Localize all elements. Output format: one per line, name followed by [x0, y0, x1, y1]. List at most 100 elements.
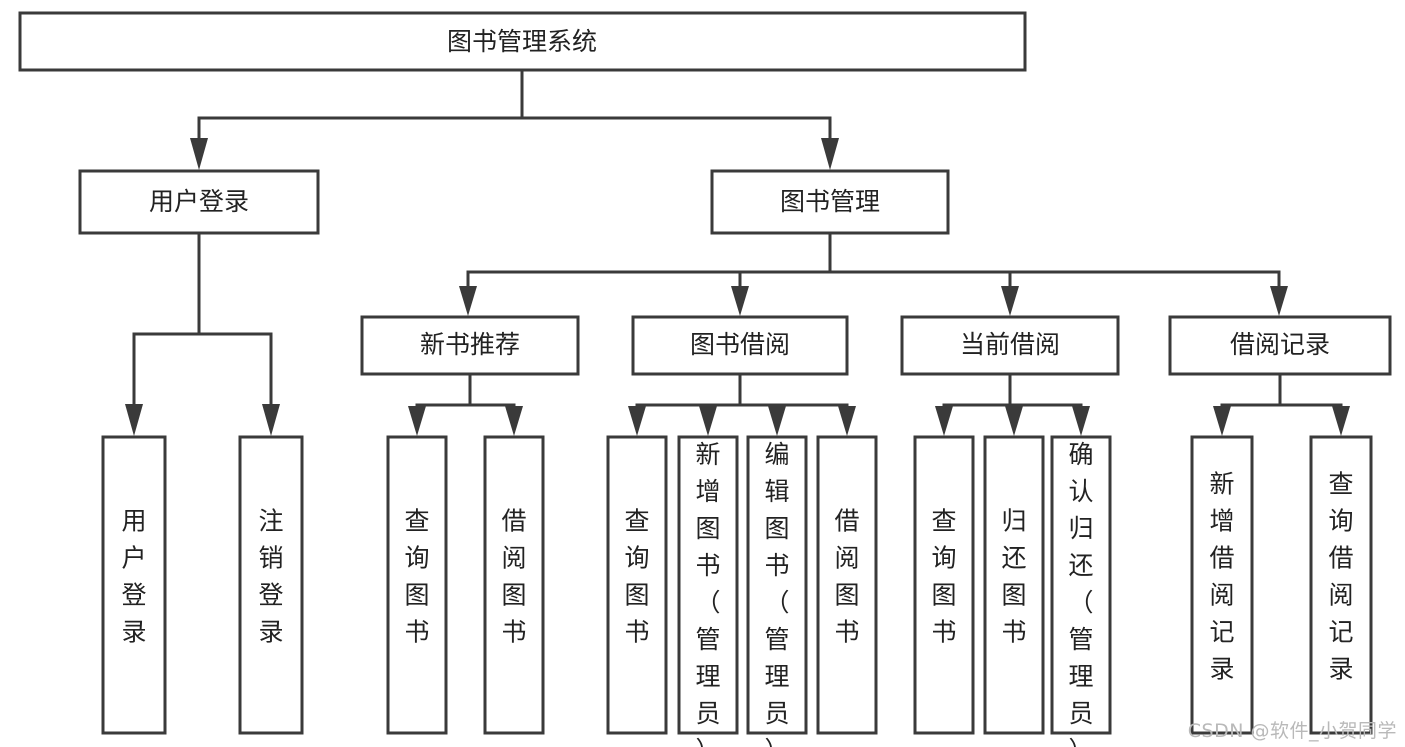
leaf-nodes: 用户登录注销登录查询图书借阅图书查询图书新增图书（管理员）编辑图书（管理员）借阅… [101, 435, 1373, 747]
leaf-glyph: 户 [121, 544, 146, 573]
leaf-glyph: 图 [1001, 581, 1026, 610]
node-leaf-return-book[interactable]: 归还图书 [983, 435, 1045, 735]
node-leaf-query-book-1[interactable]: 查询图书 [386, 435, 448, 735]
leaf-glyph: 管 [764, 625, 789, 654]
node-user-login[interactable]: 用户登录 [78, 169, 320, 235]
node-box-leaf-add-record[interactable] [1190, 435, 1254, 735]
leaf-glyph: 阅 [1209, 581, 1234, 610]
node-box-leaf-query-book-3[interactable] [913, 435, 975, 735]
leaf-glyph: 阅 [501, 544, 526, 573]
node-box-leaf-confirm-return[interactable] [1050, 435, 1112, 735]
node-label-book-borrow: 图书借阅 [690, 330, 790, 359]
node-root-system[interactable]: 图书管理系统 [18, 11, 1027, 72]
arrow-head-leaf-add-book [699, 406, 717, 436]
node-box-leaf-add-book[interactable] [677, 435, 739, 735]
leaf-glyph: ） [1068, 736, 1093, 747]
arrow-head-leaf-user-login [125, 404, 143, 436]
leaf-glyph: 新 [1209, 470, 1234, 499]
node-label-leaf-borrow-book-2: 借阅图书 [834, 507, 859, 647]
node-label-leaf-add-book: 新增图书（管理员） [695, 440, 720, 747]
arrow-head-leaf-logout [262, 404, 280, 436]
node-label-leaf-query-book-1: 查询图书 [404, 507, 429, 647]
node-label-leaf-confirm-return: 确认归还（管理员） [1068, 440, 1093, 747]
node-box-leaf-edit-book[interactable] [746, 435, 808, 735]
edge-book-management-to-level3 [459, 231, 1288, 316]
node-leaf-logout[interactable]: 注销登录 [238, 435, 304, 735]
leaf-glyph: 录 [121, 618, 146, 647]
leaf-glyph: 新 [695, 440, 720, 469]
arrow-head-leaf-confirm-return [1072, 406, 1090, 436]
leaf-glyph: 借 [501, 507, 526, 536]
node-box-root[interactable] [18, 11, 1027, 72]
node-leaf-borrow-book-2[interactable]: 借阅图书 [816, 435, 878, 735]
node-box-leaf-borrow-book-2[interactable] [816, 435, 878, 735]
arrow-head-leaf-borrow-book-1 [505, 406, 523, 436]
leaf-glyph: 查 [624, 507, 649, 536]
node-box-leaf-query-book-2[interactable] [606, 435, 668, 735]
leaf-glyph: 录 [1328, 655, 1353, 684]
node-box-borrow-record[interactable] [1168, 315, 1392, 376]
leaf-glyph: 归 [1068, 514, 1093, 543]
arrow-head-book-borrow [731, 286, 749, 316]
leaf-glyph: 图 [624, 581, 649, 610]
node-leaf-add-book[interactable]: 新增图书（管理员） [677, 435, 739, 747]
node-label-leaf-add-record: 新增借阅记录 [1209, 470, 1234, 684]
node-box-leaf-return-book[interactable] [983, 435, 1045, 735]
node-box-leaf-user-login[interactable] [101, 435, 167, 735]
arrow-head-leaf-query-book-2 [628, 406, 646, 436]
node-leaf-add-record[interactable]: 新增借阅记录 [1190, 435, 1254, 735]
node-leaf-user-login[interactable]: 用户登录 [101, 435, 167, 735]
node-leaf-query-book-2[interactable]: 查询图书 [606, 435, 668, 735]
leaf-glyph: 理 [764, 662, 789, 691]
node-leaf-confirm-return[interactable]: 确认归还（管理员） [1050, 435, 1112, 747]
leaf-glyph: 阅 [834, 544, 859, 573]
node-book-borrow[interactable]: 图书借阅 [631, 315, 849, 376]
arrow-head-leaf-return-book [1005, 406, 1023, 436]
node-box-leaf-query-record[interactable] [1309, 435, 1373, 735]
leaf-glyph: 询 [931, 544, 956, 573]
arrow-head-book-management [821, 138, 839, 170]
leaf-glyph: 书 [501, 618, 526, 647]
node-current-borrow[interactable]: 当前借阅 [900, 315, 1120, 376]
leaf-glyph: 借 [1209, 544, 1234, 573]
node-leaf-query-book-3[interactable]: 查询图书 [913, 435, 975, 735]
node-box-leaf-logout[interactable] [238, 435, 304, 735]
leaf-glyph: 记 [1328, 618, 1353, 647]
node-book-management[interactable]: 图书管理 [710, 169, 950, 235]
node-new-book-recommend[interactable]: 新书推荐 [360, 315, 580, 376]
node-box-current-borrow[interactable] [900, 315, 1120, 376]
edge-root-to-level2 [190, 68, 839, 170]
node-label-new-book-recommend: 新书推荐 [420, 330, 520, 359]
leaf-glyph: 图 [931, 581, 956, 610]
node-leaf-edit-book[interactable]: 编辑图书（管理员） [746, 435, 808, 747]
node-box-user-login[interactable] [78, 169, 320, 235]
edge-current-borrow-to-leaves [935, 372, 1090, 436]
node-leaf-query-record[interactable]: 查询借阅记录 [1309, 435, 1373, 735]
node-label-leaf-user-login: 用户登录 [121, 507, 146, 647]
leaf-glyph: 还 [1068, 551, 1093, 580]
leaf-glyph: 书 [764, 551, 789, 580]
edge-borrow-record-to-leaves [1213, 372, 1350, 436]
leaf-glyph: 查 [1328, 470, 1353, 499]
leaf-glyph: 增 [1209, 507, 1234, 536]
node-box-leaf-borrow-book-1[interactable] [483, 435, 545, 735]
leaf-glyph: 登 [258, 581, 283, 610]
leaf-glyph: 员 [1068, 699, 1093, 728]
node-label-leaf-edit-book: 编辑图书（管理员） [764, 440, 789, 747]
leaf-glyph: 记 [1209, 618, 1234, 647]
node-label-book-management: 图书管理 [780, 187, 880, 216]
node-label-leaf-query-record: 查询借阅记录 [1328, 470, 1353, 684]
leaf-glyph: 录 [258, 618, 283, 647]
leaf-glyph: 录 [1209, 655, 1234, 684]
leaf-glyph: 管 [695, 625, 720, 654]
node-box-new-book-recommend[interactable] [360, 315, 580, 376]
node-box-leaf-query-book-1[interactable] [386, 435, 448, 735]
node-borrow-record[interactable]: 借阅记录 [1168, 315, 1392, 376]
leaf-glyph: 借 [1328, 544, 1353, 573]
node-box-book-borrow[interactable] [631, 315, 849, 376]
node-box-book-management[interactable] [710, 169, 950, 235]
node-leaf-borrow-book-1[interactable]: 借阅图书 [483, 435, 545, 735]
leaf-glyph: （ [1068, 588, 1093, 617]
leaf-glyph: 理 [1068, 662, 1093, 691]
